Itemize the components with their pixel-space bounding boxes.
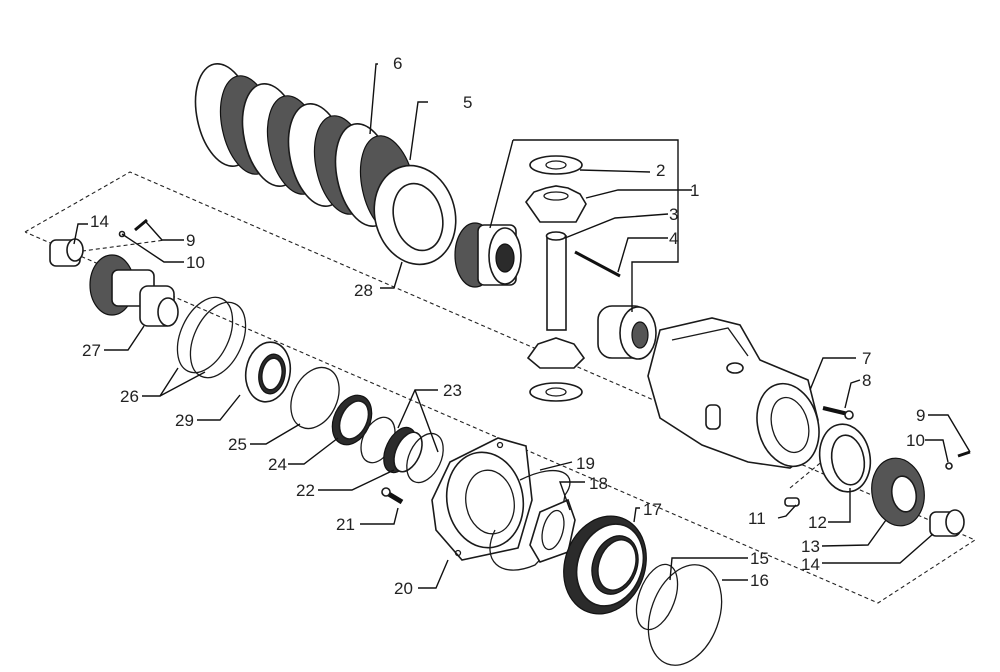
flange bbox=[871, 457, 925, 527]
hex-bolt bbox=[381, 487, 404, 505]
pinion-shaft bbox=[545, 231, 567, 331]
callout-7: 7 bbox=[862, 349, 872, 368]
callout-29: 29 bbox=[175, 411, 194, 430]
roll-pin bbox=[574, 250, 621, 278]
thrust-washer-top bbox=[529, 155, 583, 175]
callout-14-right: 14 bbox=[801, 555, 820, 574]
thrust-washer-top-inner bbox=[545, 160, 567, 170]
bearing-cup bbox=[818, 423, 872, 493]
callout-2: 2 bbox=[656, 161, 666, 180]
bevel-gear-bottom bbox=[526, 337, 586, 369]
callout-9-right: 9 bbox=[916, 406, 926, 425]
callout-22: 22 bbox=[296, 481, 315, 500]
callout-5: 5 bbox=[463, 93, 473, 112]
pressure-plate bbox=[373, 164, 457, 266]
screw-left bbox=[134, 218, 148, 232]
callout-25: 25 bbox=[228, 435, 247, 454]
oil-seal bbox=[244, 341, 292, 403]
callout-24: 24 bbox=[268, 455, 287, 474]
callout-8: 8 bbox=[862, 371, 872, 390]
side-gear-hub bbox=[454, 222, 522, 288]
washer-right bbox=[945, 462, 953, 470]
callout-17: 17 bbox=[643, 500, 662, 519]
cap-left bbox=[49, 238, 84, 267]
assembly-boundary-line bbox=[24, 171, 977, 604]
callout-12: 12 bbox=[808, 513, 827, 532]
bearing bbox=[597, 305, 657, 360]
screw-right bbox=[957, 450, 971, 458]
callout-14-left: 14 bbox=[90, 212, 109, 231]
shaft-ring-inner bbox=[189, 301, 247, 379]
callout-28: 28 bbox=[354, 281, 373, 300]
snap-ring bbox=[290, 366, 340, 430]
cap-right bbox=[929, 509, 965, 537]
callout-23: 23 bbox=[443, 381, 462, 400]
output-shaft bbox=[89, 254, 179, 327]
callout-10-left: 10 bbox=[186, 253, 205, 272]
bevel-gear-top bbox=[525, 185, 587, 223]
o-ring bbox=[635, 563, 679, 631]
callout-6: 6 bbox=[393, 54, 403, 73]
piston bbox=[563, 515, 647, 615]
shaft-ring-outer bbox=[176, 296, 234, 374]
callout-19: 19 bbox=[576, 454, 595, 473]
bushing bbox=[383, 426, 423, 474]
callout-27: 27 bbox=[82, 341, 101, 360]
thrust-washer-bottom-inner bbox=[545, 387, 567, 397]
callout-15: 15 bbox=[750, 549, 769, 568]
callout-26: 26 bbox=[120, 387, 139, 406]
callout-13: 13 bbox=[801, 537, 820, 556]
differential-housing bbox=[647, 317, 820, 469]
ring-23-b bbox=[406, 432, 444, 484]
bolt bbox=[822, 406, 854, 420]
leader-lines bbox=[73, 63, 971, 589]
callout-18: 18 bbox=[589, 474, 608, 493]
axis-line-left bbox=[74, 239, 166, 253]
callout-1: 1 bbox=[690, 181, 700, 200]
callout-20: 20 bbox=[394, 579, 413, 598]
thrust-washer-bottom bbox=[529, 382, 583, 402]
cover bbox=[431, 437, 533, 561]
pin bbox=[784, 497, 800, 507]
callout-21: 21 bbox=[336, 515, 355, 534]
callout-3: 3 bbox=[669, 205, 679, 224]
callout-11: 11 bbox=[748, 509, 766, 528]
callout-4: 4 bbox=[669, 229, 679, 248]
callout-10-right: 10 bbox=[906, 431, 925, 450]
callout-16: 16 bbox=[750, 571, 769, 590]
callout-9-left: 9 bbox=[186, 231, 196, 250]
lock-plate bbox=[529, 498, 576, 563]
seal bbox=[331, 394, 373, 446]
seal-ring bbox=[647, 564, 723, 666]
clutch-disc-pack bbox=[194, 63, 417, 235]
